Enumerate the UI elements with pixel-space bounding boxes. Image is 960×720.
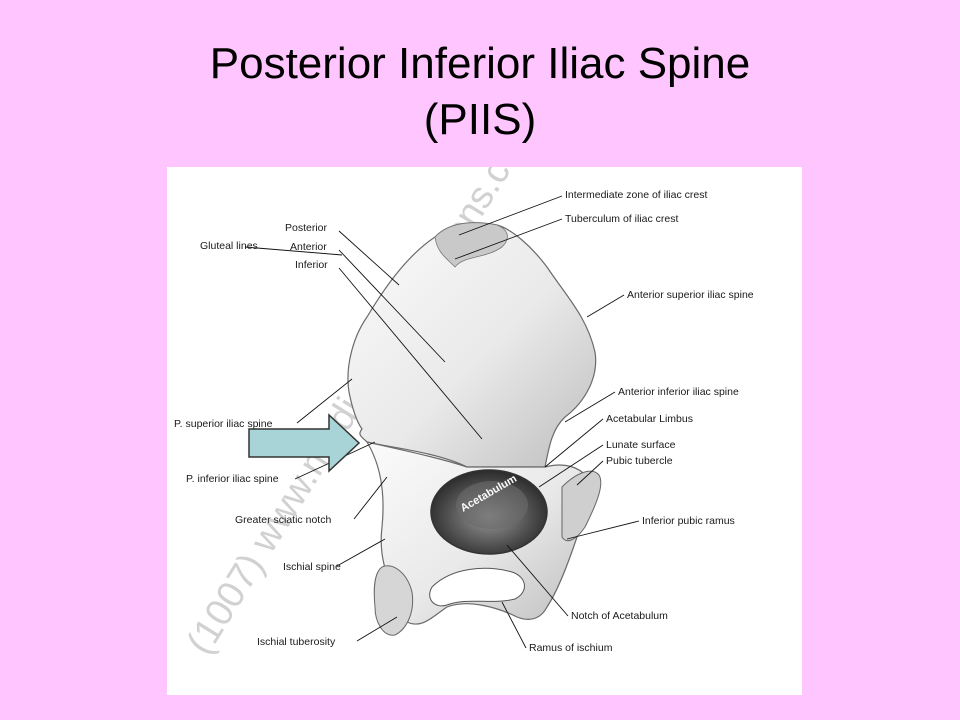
label-inferior-pubic-ramus: Inferior pubic ramus xyxy=(642,515,735,527)
hip-bone-diagram: (1007) www.medical-illustrations.ca Acet… xyxy=(174,167,754,662)
pubic-ramus xyxy=(561,470,602,542)
leader-lines xyxy=(244,195,640,649)
label-psis: P. superior iliac spine xyxy=(174,418,273,430)
label-lunate-surface: Lunate surface xyxy=(606,439,676,451)
label-notch-of-acetabulum: Notch of Acetabulum xyxy=(571,610,668,622)
slide-title-line-2: (PIIS) xyxy=(423,95,537,144)
label-asis: Anterior superior iliac spine xyxy=(627,289,754,301)
hip-bone-illustration: (1007) www.medical-illustrations.ca Acet… xyxy=(167,167,802,695)
label-pubic-tubercle: Pubic tubercle xyxy=(606,455,673,467)
label-aiis: Anterior inferior iliac spine xyxy=(618,386,739,398)
label-gluteal-lines: Gluteal lines xyxy=(200,240,258,252)
label-inferior: Inferior xyxy=(295,259,328,271)
label-piis: P. inferior iliac spine xyxy=(186,473,279,485)
label-tuberculum: Tuberculum of iliac crest xyxy=(565,213,678,225)
label-greater-sciatic-notch: Greater sciatic notch xyxy=(235,514,331,526)
label-ischial-spine: Ischial spine xyxy=(283,561,341,573)
acetabular-fossa xyxy=(456,481,528,529)
label-anterior: Anterior xyxy=(290,241,327,253)
ischial-tuberosity-shape xyxy=(373,565,414,636)
label-ramus-of-ischium: Ramus of ischium xyxy=(529,642,613,654)
ilium-wing xyxy=(347,222,597,468)
label-intermediate-zone: Intermediate zone of iliac crest xyxy=(565,189,707,201)
slide-title: Posterior Inferior Iliac Spine (PIIS) xyxy=(0,36,960,148)
label-posterior: Posterior xyxy=(285,222,328,234)
pointer-arrow-icon xyxy=(248,413,361,473)
obturator-foramen xyxy=(429,567,525,607)
iliac-crest-shade xyxy=(434,222,508,268)
slide-title-line-1: Posterior Inferior Iliac Spine xyxy=(209,39,751,88)
label-ischial-tuberosity: Ischial tuberosity xyxy=(257,636,336,648)
label-acetabular-limbus: Acetabular Limbus xyxy=(606,413,693,425)
